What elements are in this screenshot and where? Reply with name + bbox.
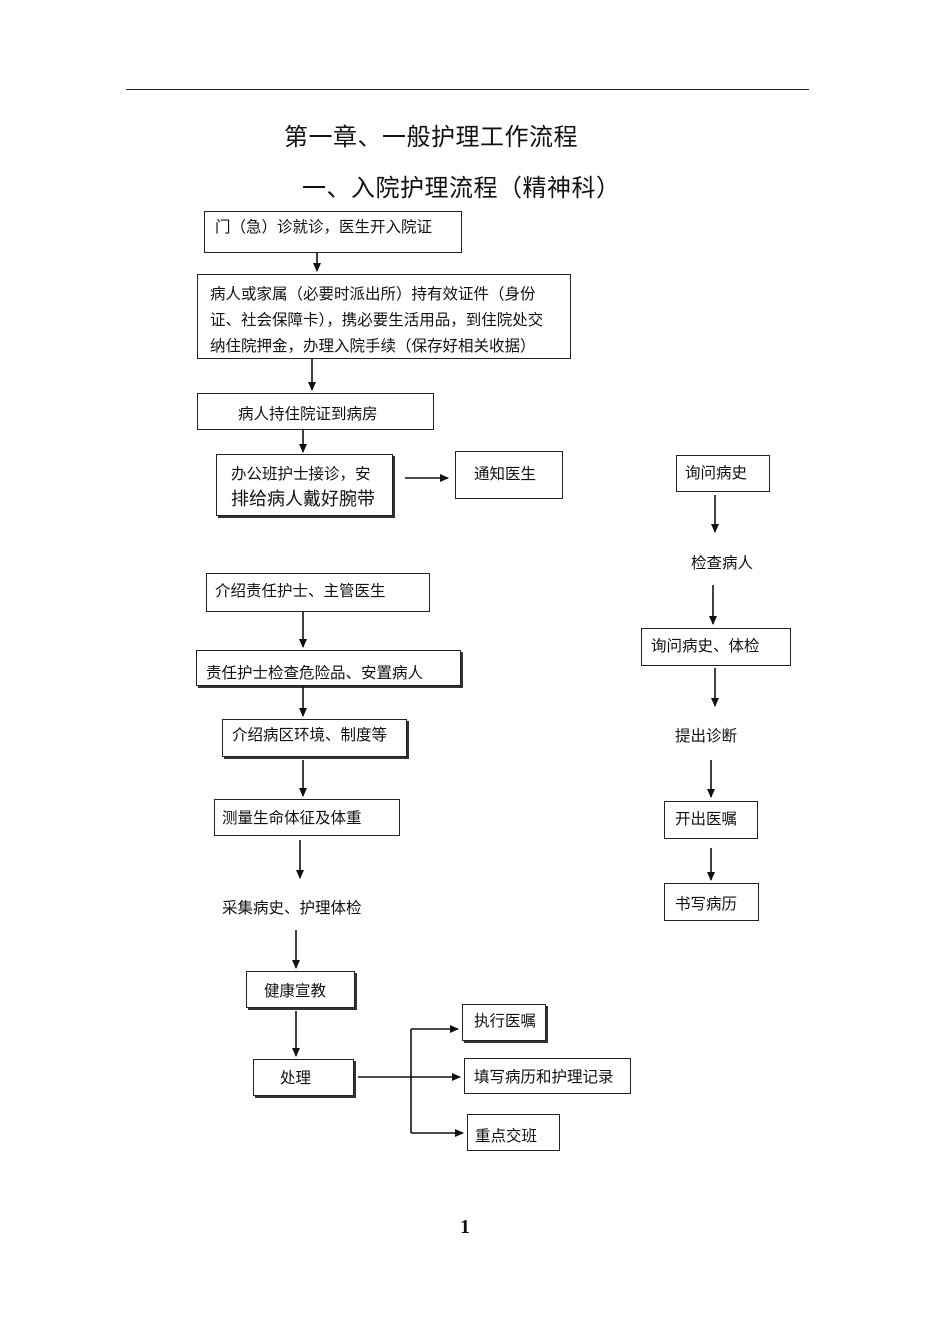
step-handling: 处理 [253, 1059, 354, 1096]
notify-doctor-box: 通知医生 [455, 451, 563, 499]
section-title: 一、入院护理流程（精神科） [302, 174, 621, 202]
step-vital-signs: 测量生命体征及体重 [214, 799, 400, 836]
right-issue-orders: 开出医嘱 [664, 801, 758, 839]
right-examine-patient: 检查病人 [691, 554, 754, 572]
branch-execute-orders: 执行医嘱 [462, 1004, 546, 1041]
step-outpatient-visit: 门（急）诊就诊，医生开入院证 [204, 211, 462, 253]
step-to-ward: 病人持住院证到病房 [197, 393, 434, 430]
step-admission-procedure: 病人或家属（必要时派出所）持有效证件（身份证、社会保障卡），携必要生活用品，到住… [197, 274, 571, 359]
branch-key-handover: 重点交班 [467, 1114, 560, 1151]
page-number: 1 [460, 1216, 470, 1238]
step-collect-history: 采集病史、护理体检 [222, 899, 362, 917]
header-rule [126, 89, 809, 90]
chapter-title: 第一章、一般护理工作流程 [284, 123, 578, 151]
right-history-exam: 询问病史、体检 [641, 628, 791, 666]
step-nurse-reception-line2: 排给病人戴好腕带 [231, 489, 375, 510]
step-check-dangerous-items: 责任护士检查危险品、安置病人 [196, 650, 461, 686]
step-nurse-reception-line1: 办公班护士接诊，安 [231, 465, 371, 483]
step-introduce-ward: 介绍病区环境、制度等 [222, 719, 407, 757]
right-ask-history: 询问病史 [676, 455, 770, 492]
step-nurse-reception: 办公班护士接诊，安 排给病人戴好腕带 [216, 454, 393, 516]
right-diagnosis: 提出诊断 [675, 727, 738, 745]
step-health-education: 健康宣教 [246, 971, 355, 1008]
step-introduce-staff: 介绍责任护士、主管医生 [206, 573, 430, 612]
branch-fill-records: 填写病历和护理记录 [464, 1058, 631, 1094]
right-write-record: 书写病历 [664, 883, 759, 921]
